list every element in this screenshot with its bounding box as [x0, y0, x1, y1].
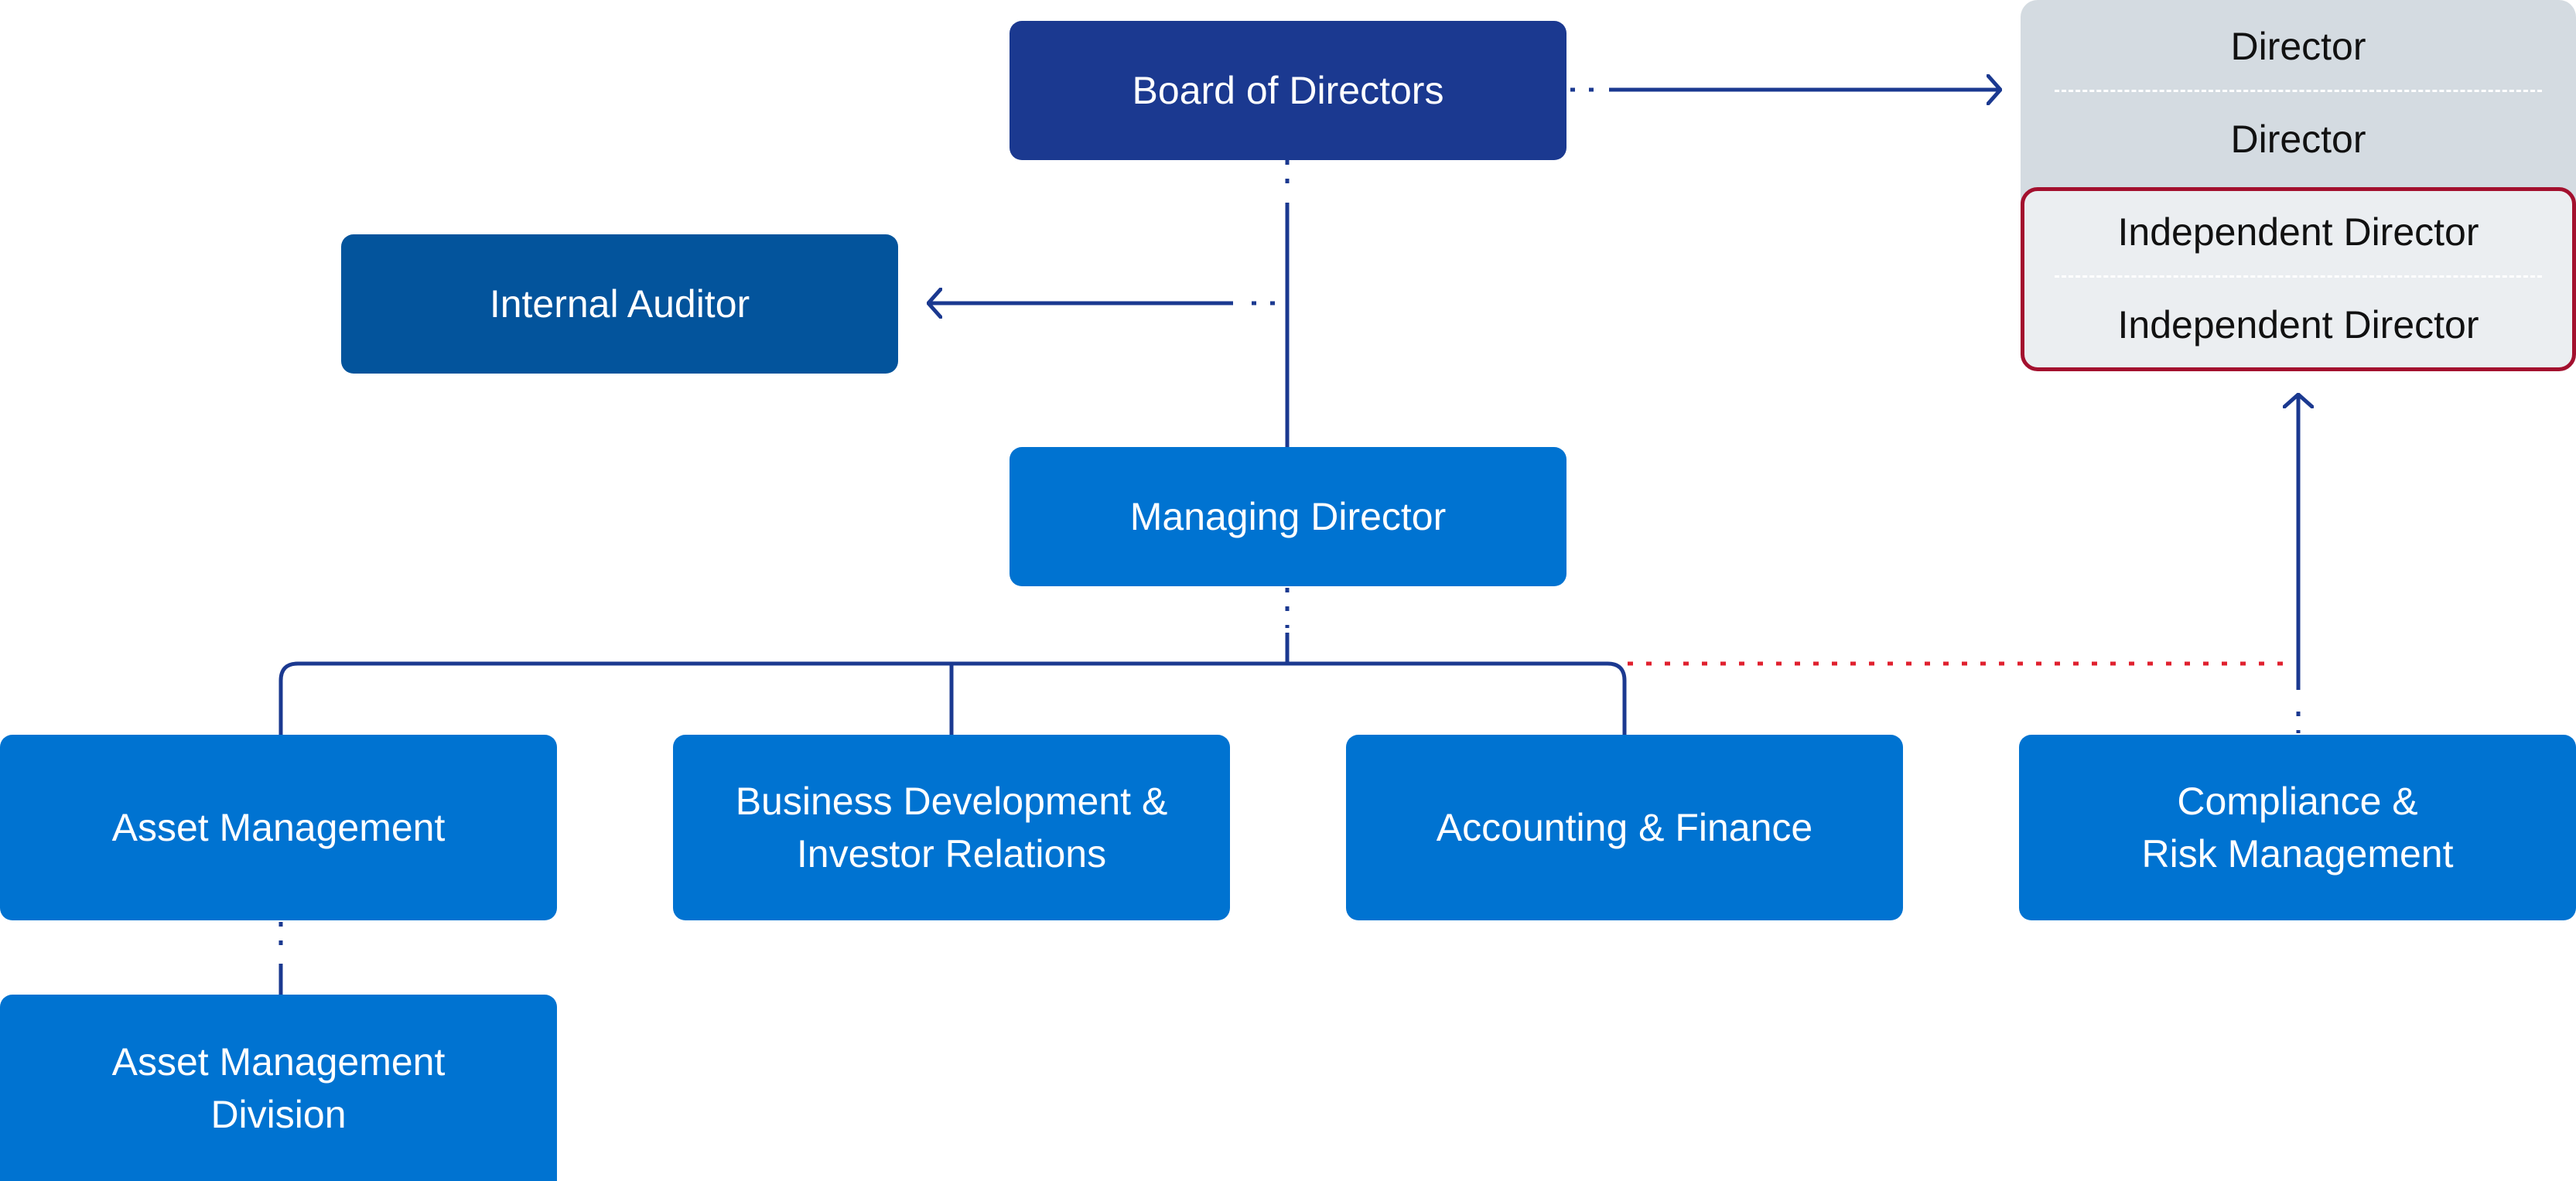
bd-ir-label-line-2: Investor Relations	[796, 832, 1107, 876]
accounting-finance-box: Accounting & Finance	[1346, 735, 1903, 920]
asset-management-division-label-line-1: Asset Management	[111, 1039, 446, 1084]
business-development-investor-relations-box: Business Development & Investor Relation…	[673, 735, 1230, 920]
internal-auditor-label: Internal Auditor	[489, 282, 750, 326]
asset-management-box: Asset Management	[0, 735, 557, 920]
independent-director-separator	[2055, 275, 2542, 278]
director-row-1: Director	[2230, 25, 2366, 68]
board-of-directors-label: Board of Directors	[1132, 69, 1444, 112]
directors-section	[2021, 0, 2576, 209]
compliance-label-line-2: Risk Management	[2141, 832, 2454, 876]
bd-ir-label-line-1: Business Development &	[735, 780, 1168, 823]
director-row-2: Director	[2230, 118, 2366, 161]
asset-management-label: Asset Management	[111, 806, 446, 849]
independent-directors-section	[2021, 187, 2576, 371]
asset-management-division-label-line-2: Division	[210, 1092, 347, 1136]
board-of-directors-box: Board of Directors	[1010, 21, 1566, 160]
board-members-panel: Director Director Independent Director I…	[2021, 0, 2576, 371]
director-separator	[2055, 90, 2542, 92]
compliance-risk-management-box: Compliance & Risk Management	[2019, 735, 2576, 920]
independent-director-row-1: Independent Director	[2117, 210, 2479, 254]
managing-director-box: Managing Director	[1010, 447, 1566, 586]
compliance-label-line-1: Compliance &	[2177, 780, 2418, 823]
accounting-finance-label: Accounting & Finance	[1436, 806, 1813, 849]
internal-auditor-box: Internal Auditor	[341, 234, 898, 374]
managing-director-label: Managing Director	[1129, 495, 1447, 538]
asset-management-division-box: Asset Management Division	[0, 995, 557, 1181]
independent-director-row-2: Independent Director	[2117, 303, 2479, 346]
